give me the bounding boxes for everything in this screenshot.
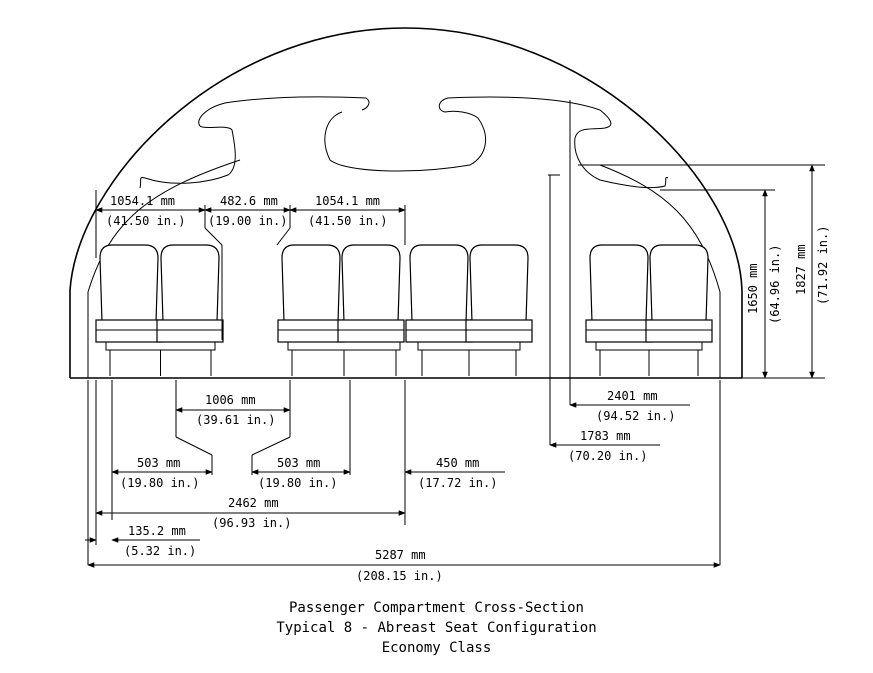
dim-1054-center-in: (41.50 in.) — [308, 214, 387, 228]
seat — [645, 244, 713, 343]
dimension-labels: 1054.1 mm (41.50 in.) 482.6 mm (19.00 in… — [106, 194, 830, 583]
seat — [337, 244, 405, 343]
dim-1827-mm: 1827 mm — [794, 244, 808, 295]
seat — [405, 244, 473, 343]
dim-5287-mm: 5287 mm — [375, 548, 426, 562]
dim-1006-mm: 1006 mm — [205, 393, 256, 407]
dim-503a-mm: 503 mm — [137, 456, 180, 470]
seat — [277, 244, 345, 343]
caption-line-2: Typical 8 - Abreast Seat Configuration — [276, 620, 597, 636]
seat-frame — [417, 341, 521, 376]
dim-1054-center-mm: 1054.1 mm — [315, 194, 380, 208]
dimension-lines — [85, 164, 815, 568]
seat-frame — [105, 341, 216, 376]
dim-503b-mm: 503 mm — [277, 456, 320, 470]
dim-135-mm: 135.2 mm — [128, 524, 186, 538]
dim-aisle-in: (19.00 in.) — [208, 214, 287, 228]
seat-frame — [287, 341, 401, 376]
seat — [95, 244, 163, 343]
dim-1650-in: (64.96 in.) — [768, 245, 782, 324]
dim-135-in: (5.32 in.) — [124, 544, 196, 558]
seat-group — [95, 244, 713, 376]
seat — [465, 244, 533, 343]
seat-frame — [595, 341, 703, 376]
dim-1783-in: (70.20 in.) — [568, 449, 647, 463]
dim-1783-mm: 1783 mm — [580, 429, 631, 443]
dim-aisle-mm: 482.6 mm — [220, 194, 278, 208]
dim-1054-left-mm: 1054.1 mm — [110, 194, 175, 208]
dim-1827-in: (71.92 in.) — [816, 226, 830, 305]
caption-line-1: Passenger Compartment Cross-Section — [288, 600, 584, 616]
dim-450-in: (17.72 in.) — [418, 476, 497, 490]
caption-line-3: Economy Class — [381, 640, 492, 656]
overhead-bins — [139, 96, 669, 189]
dim-1006-in: (39.61 in.) — [196, 413, 275, 427]
dim-2462-mm: 2462 mm — [228, 496, 279, 510]
seat — [585, 244, 653, 343]
dim-1650-mm: 1650 mm — [746, 263, 760, 314]
fuselage-outline — [69, 27, 743, 379]
seat — [156, 244, 224, 343]
dim-2462-in: (96.93 in.) — [212, 516, 291, 530]
dim-1054-left-in: (41.50 in.) — [106, 214, 185, 228]
dim-2401-in: (94.52 in.) — [596, 409, 675, 423]
dim-5287-in: (208.15 in.) — [356, 569, 443, 583]
dim-450-mm: 450 mm — [436, 456, 479, 470]
dim-503b-in: (19.80 in.) — [258, 476, 337, 490]
dim-2401-mm: 2401 mm — [607, 389, 658, 403]
dim-503a-in: (19.80 in.) — [120, 476, 199, 490]
